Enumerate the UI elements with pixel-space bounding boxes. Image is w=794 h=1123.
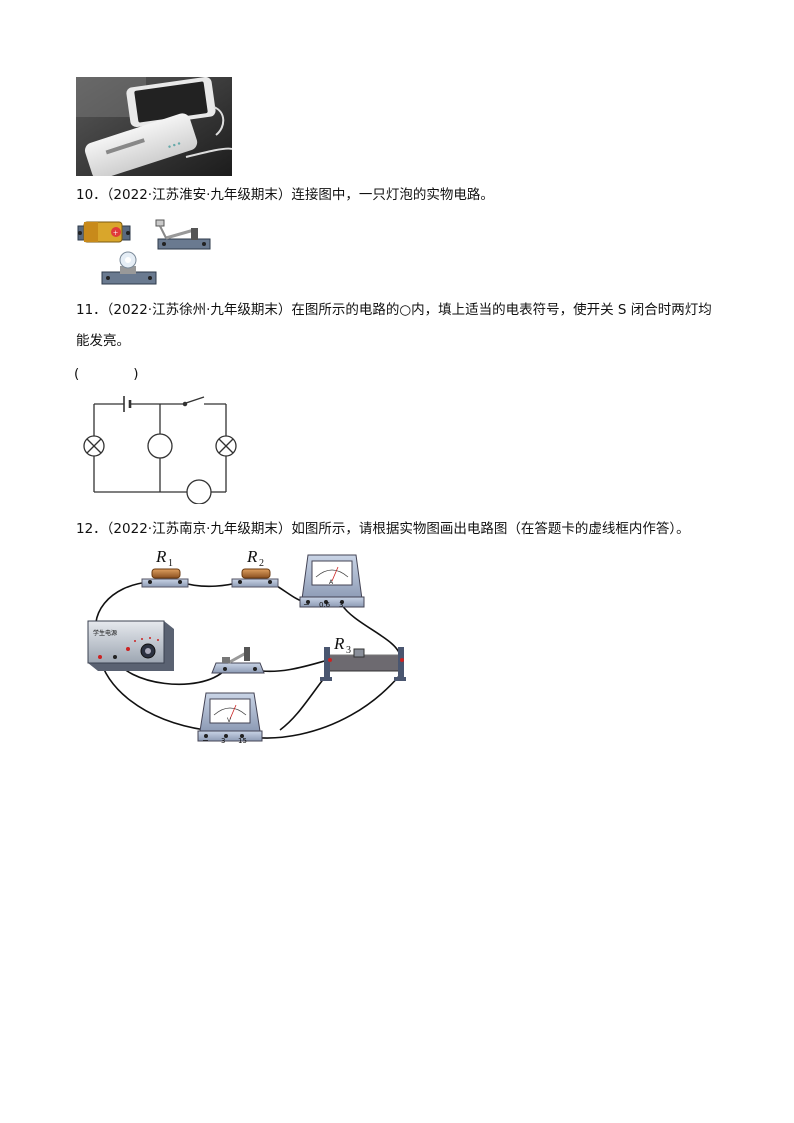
power-bank-photo: [76, 77, 232, 176]
switch-lever: [185, 396, 205, 404]
ammeter-icon: [299, 554, 365, 608]
rheostat-r3: [320, 647, 406, 681]
resistor-r1: [141, 568, 189, 588]
light-bulb-icon: [101, 251, 157, 285]
q11-circuit-diagram: [80, 390, 240, 505]
r2-subscript: 2: [259, 558, 264, 569]
r1-subscript: 1: [168, 558, 173, 569]
ammeter-terminal-3: 3: [339, 601, 343, 609]
voltmeter-icon: [197, 692, 263, 742]
ammeter-terminal-06: 0.6: [319, 601, 331, 609]
voltmeter-terminal-15: 15: [238, 737, 247, 745]
ammeter-terminal-neg: −: [303, 600, 310, 609]
knife-switch-icon: [211, 647, 265, 674]
power-supply-icon: [87, 620, 174, 671]
knife-switch-icon: [155, 219, 211, 250]
ammeter-symbol: A: [329, 579, 334, 586]
power-supply-label: 学生电源: [93, 629, 117, 637]
voltmeter-terminal-3: 3: [221, 737, 225, 745]
battery-icon: +: [77, 221, 131, 243]
question-11-text-line1: 11．（2022·江苏徐州·九年级期末）在图所示的电路的○内，填上适当的电表符号…: [76, 302, 712, 318]
question-10-text: 10．（2022·江苏淮安·九年级期末）连接图中，一只灯泡的实物电路。: [76, 187, 494, 203]
q10-components-figure: +: [76, 214, 216, 288]
r2-label: R: [246, 547, 258, 566]
r1-label: R: [155, 547, 167, 566]
meter-blank-bottom-icon: [186, 479, 212, 505]
voltmeter-symbol: V: [227, 717, 232, 724]
r3-label: R: [333, 634, 345, 653]
svg-text:+: +: [113, 228, 118, 238]
q12-physical-circuit-figure: R 1 R 2 A − 0.6 3: [80, 545, 410, 750]
question-12-text: 12．（2022·江苏南京·九年级期末）如图所示，请根据实物图画出电路图（在答题…: [76, 521, 690, 537]
r3-subscript: 3: [346, 645, 351, 656]
resistor-r2: [231, 568, 279, 588]
voltmeter-terminal-neg: −: [202, 736, 209, 745]
answer-paren: ( ): [74, 366, 139, 382]
question-11-text-line2: 能发亮。: [76, 333, 130, 349]
meter-blank-middle-icon: [147, 433, 173, 459]
